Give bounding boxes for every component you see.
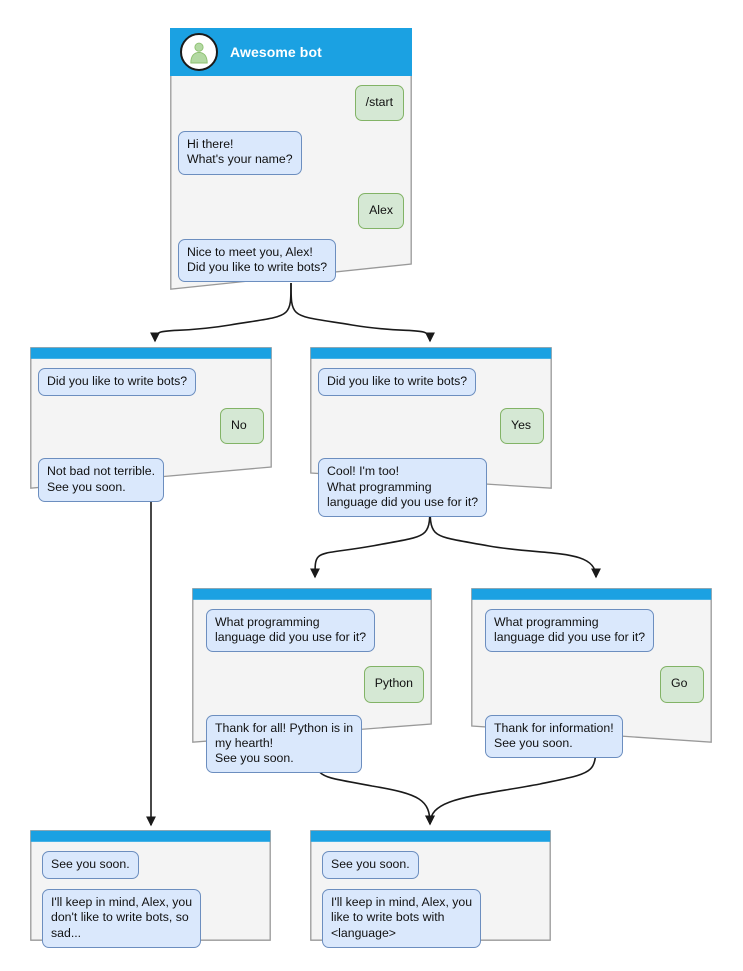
panel-branch-yes: Did you like to write bots? Yes Cool! I'… [310, 347, 552, 518]
message-row: What programming language did you use fo… [485, 609, 704, 653]
message-row: Yes [318, 408, 544, 445]
message-row: Nice to meet you, Alex! Did you like to … [178, 238, 404, 283]
user-message-bubble: Python [363, 666, 424, 703]
panel-language-go: What programming language did you use fo… [471, 588, 712, 759]
edge-root-to-no [150, 282, 292, 343]
panel-branch-yes-messages: Did you like to write bots? Yes Cool! I'… [310, 359, 552, 525]
person-avatar-icon [180, 33, 218, 71]
bot-message-bubble: See you soon. [42, 851, 139, 880]
message-row: Did you like to write bots? [38, 368, 264, 397]
bot-message-bubble: Not bad not terrible. See you soon. [38, 458, 165, 502]
panel-branch-no-messages: Did you like to write bots? No Not bad n… [30, 359, 272, 510]
panel-end-sad-content: See you soon. I'll keep in mind, Alex, y… [30, 830, 271, 956]
user-message-bubble: Go [660, 666, 704, 703]
panel-branch-no-content: Did you like to write bots? No Not bad n… [30, 347, 272, 510]
message-row: I'll keep in mind, Alex, you don't like … [42, 889, 263, 948]
panel-language-python-messages: What programming language did you use fo… [192, 600, 432, 781]
message-row: I'll keep in mind, Alex, you like to wri… [322, 889, 543, 948]
panel-end-happy-messages: See you soon. I'll keep in mind, Alex, y… [310, 842, 551, 956]
bot-message-bubble: Thank for information! See you soon. [485, 714, 623, 759]
user-message-bubble: /start [354, 85, 404, 122]
message-row: See you soon. [322, 851, 543, 880]
message-row: Hi there! What's your name? [178, 131, 404, 175]
message-row: Go [485, 666, 704, 703]
edge-root-to-yes [290, 282, 435, 343]
message-row: /start [178, 85, 404, 122]
message-row: See you soon. [42, 851, 263, 880]
panel-branch-yes-content: Did you like to write bots? Yes Cool! I'… [310, 347, 552, 525]
bot-message-bubble: Thank for all! Python is in my hearth! S… [206, 714, 363, 774]
panel-root: Awesome bot /start Hi there! What's your… [170, 28, 412, 290]
panel-root-titlebar: Awesome bot [170, 28, 412, 76]
bot-message-bubble: I'll keep in mind, Alex, you don't like … [42, 889, 202, 948]
bot-name-label: Awesome bot [230, 44, 322, 60]
bot-message-bubble: Did you like to write bots? [38, 368, 197, 397]
panel-end-sad-messages: See you soon. I'll keep in mind, Alex, y… [30, 842, 271, 956]
bot-message-bubble: What programming language did you use fo… [206, 609, 376, 653]
bot-message-bubble: See you soon. [322, 851, 419, 880]
message-row: Not bad not terrible. See you soon. [38, 458, 264, 502]
message-row: No [38, 408, 264, 445]
panel-root-messages: /start Hi there! What's your name? Alex … [170, 76, 412, 290]
message-row: What programming language did you use fo… [206, 609, 424, 653]
bot-message-bubble: Nice to meet you, Alex! Did you like to … [178, 238, 337, 283]
panel-language-go-content: What programming language did you use fo… [471, 588, 712, 766]
panel-end-sad: See you soon. I'll keep in mind, Alex, y… [30, 830, 271, 948]
user-message-bubble: Alex [358, 192, 404, 229]
panel-end-happy-content: See you soon. I'll keep in mind, Alex, y… [310, 830, 551, 956]
message-row: Thank for information! See you soon. [485, 714, 704, 759]
message-row: Thank for all! Python is in my hearth! S… [206, 714, 424, 774]
panel-end-happy: See you soon. I'll keep in mind, Alex, y… [310, 830, 551, 948]
message-row: Python [206, 666, 424, 703]
panel-language-python-content: What programming language did you use fo… [192, 588, 432, 781]
bot-message-bubble: Did you like to write bots? [318, 368, 477, 397]
user-message-bubble: Yes [500, 408, 544, 445]
panel-branch-no: Did you like to write bots? No Not bad n… [30, 347, 272, 502]
message-row: Cool! I'm too! What programming language… [318, 458, 544, 518]
message-row: Did you like to write bots? [318, 368, 544, 397]
bot-message-bubble: Hi there! What's your name? [178, 131, 302, 175]
panel-language-python: What programming language did you use fo… [192, 588, 432, 774]
message-row: Alex [178, 192, 404, 229]
panel-language-go-messages: What programming language did you use fo… [471, 600, 712, 766]
bot-message-bubble: Cool! I'm too! What programming language… [318, 458, 488, 518]
bot-message-bubble: I'll keep in mind, Alex, you like to wri… [322, 889, 482, 948]
user-message-bubble: No [220, 408, 264, 445]
panel-root-content: Awesome bot /start Hi there! What's your… [170, 28, 412, 290]
bot-message-bubble: What programming language did you use fo… [485, 609, 655, 653]
